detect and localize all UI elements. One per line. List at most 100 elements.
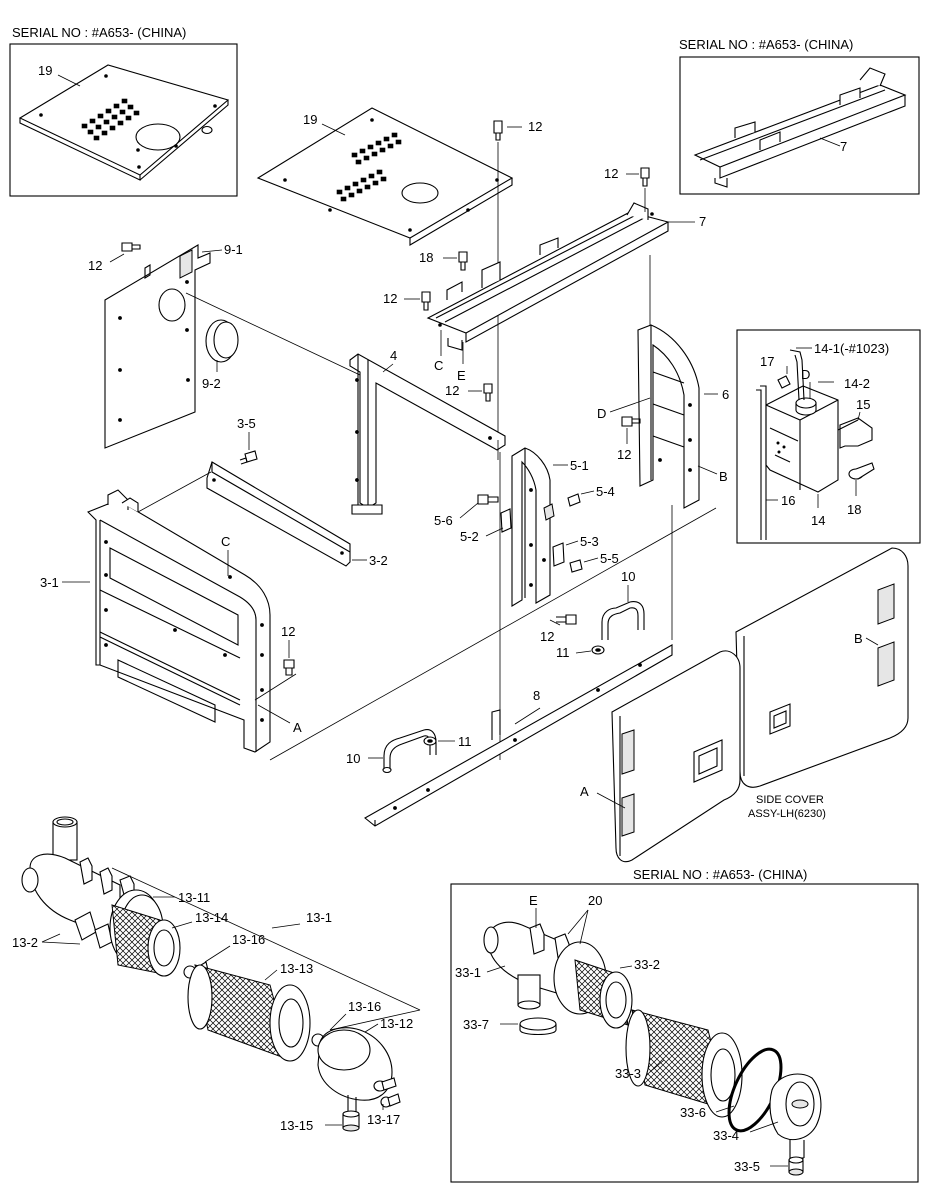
part-13-17-nut — [380, 1093, 401, 1108]
bolt-12-g — [556, 614, 577, 625]
part-33-4-cap — [769, 1073, 822, 1159]
bolt-12-f — [283, 659, 295, 676]
callout-18-top: 18 — [419, 250, 433, 265]
part-15-bracket — [837, 417, 873, 449]
callout-12-c: 12 — [383, 291, 397, 306]
callout-C-top: C — [434, 358, 443, 373]
callout-15: 15 — [856, 397, 870, 412]
part-6-right-frame — [637, 324, 700, 509]
side-cover-label-line1: SIDE COVER — [756, 794, 824, 806]
side-cover-back — [735, 547, 909, 788]
bolt-12-top — [493, 120, 503, 141]
callout-12-left: 12 — [88, 258, 102, 273]
part-33-3-outer-filter — [625, 1009, 743, 1118]
callout-11-left: 11 — [458, 734, 472, 749]
callout-14-1: 14-1(-#1023) — [814, 341, 889, 356]
callout-13-17: 13-17 — [367, 1112, 400, 1127]
callout-13-16a: 13-16 — [232, 932, 265, 947]
part-5-2-clip — [500, 508, 512, 533]
callout-19: 19 — [303, 112, 317, 127]
callout-4: 4 — [390, 348, 397, 363]
callout-10-left: 10 — [346, 751, 360, 766]
callout-3-1: 3-1 — [40, 575, 59, 590]
bolt-5-4 — [567, 493, 581, 507]
part-19-inset-plate — [18, 64, 230, 181]
callout-5-3: 5-3 — [580, 534, 599, 549]
part-33-2-inner-filter — [553, 941, 633, 1029]
inset-bottom-right: SERIAL NO : #A653- (CHINA) — [450, 867, 919, 1183]
callout-B-cover: B — [854, 631, 863, 646]
callout-5-6: 5-6 — [434, 513, 453, 528]
callout-19-inset: 19 — [38, 63, 52, 78]
callout-13-14: 13-14 — [195, 910, 228, 925]
bolt-5-6 — [477, 494, 499, 505]
part-5-3-clip — [552, 542, 565, 567]
part-3-1-frame — [87, 489, 271, 753]
callout-12-g: 12 — [540, 629, 554, 644]
serial-header-top-left: SERIAL NO : #A653- (CHINA) — [12, 25, 186, 40]
bolt-3-5 — [239, 450, 258, 465]
callout-A-cover: A — [580, 784, 589, 799]
bolt-12-e — [621, 416, 641, 427]
callout-13-2: 13-2 — [12, 935, 38, 950]
bolt-12-c — [421, 291, 431, 311]
callout-10-right: 10 — [621, 569, 635, 584]
callout-6: 6 — [722, 387, 729, 402]
callout-16: 16 — [781, 493, 795, 508]
tank-box-frame — [736, 329, 921, 544]
part-8-base-rail — [364, 644, 673, 827]
callout-13-16b: 13-16 — [348, 999, 381, 1014]
callout-E-top: E — [457, 368, 466, 383]
part-11-grommet-left — [423, 736, 437, 746]
callout-A-frame: A — [293, 720, 302, 735]
callout-D-frame: D — [597, 406, 606, 421]
part-10-handle-left — [382, 729, 437, 774]
callout-33-2: 33-2 — [634, 957, 660, 972]
callout-5-2: 5-2 — [460, 529, 479, 544]
callout-D-tank: D — [801, 367, 810, 382]
callout-14: 14 — [811, 513, 825, 528]
part-33-7-band — [519, 1017, 557, 1036]
part-5-1-center-post — [511, 447, 555, 607]
bolt-12-d — [483, 383, 493, 402]
part-7-bracket — [426, 202, 670, 351]
callout-8: 8 — [533, 688, 540, 703]
part-11-grommet-right — [591, 645, 605, 655]
inset-top-right: SERIAL NO : #A653- (CHINA) 7 — [679, 37, 920, 195]
callout-9-1: 9-1 — [224, 242, 243, 257]
part-13-2-housing — [21, 816, 135, 949]
callout-18-box: 18 — [847, 502, 861, 517]
callout-C-panel: C — [221, 534, 230, 549]
callout-12-e: 12 — [617, 447, 631, 462]
serial-header-top-right: SERIAL NO : #A653- (CHINA) — [679, 37, 853, 52]
bolt-5-5 — [569, 559, 583, 573]
part-33-5-valve — [788, 1156, 804, 1176]
part-7-inset-bracket — [693, 67, 907, 188]
side-cover-front — [611, 650, 741, 863]
callout-13-11: 13-11 — [178, 890, 210, 905]
callout-33-3: 33-3 — [615, 1066, 641, 1081]
callout-13-13: 13-13 — [280, 961, 313, 976]
part-14-tank — [765, 385, 839, 493]
callout-33-5: 33-5 — [734, 1159, 760, 1174]
side-cover-label-line2: ASSY-LH(6230) — [748, 808, 826, 820]
bolt-18-box — [848, 462, 875, 480]
part-4-u-bracket — [349, 353, 506, 515]
callout-9-2: 9-2 — [202, 376, 221, 391]
callout-12-d: 12 — [445, 383, 459, 398]
part-13-12-cap — [317, 1027, 397, 1112]
part-9-2-ring — [205, 319, 239, 363]
callout-11-right: 11 — [556, 645, 570, 660]
callout-12-f: 12 — [281, 624, 295, 639]
inset-frame-bottom-right — [450, 883, 919, 1183]
callout-33-1: 33-1 — [455, 965, 481, 980]
callout-3-2: 3-2 — [369, 553, 388, 568]
part-19-cover-plate — [256, 107, 514, 246]
callout-E-filter: E — [529, 893, 538, 908]
callout-13-15: 13-15 — [280, 1118, 313, 1133]
part-9-1-left-panel — [104, 244, 211, 449]
callout-5-1: 5-1 — [570, 458, 589, 473]
part-13-14-inner-filter — [111, 904, 181, 977]
part-10-handle-right — [601, 601, 645, 640]
